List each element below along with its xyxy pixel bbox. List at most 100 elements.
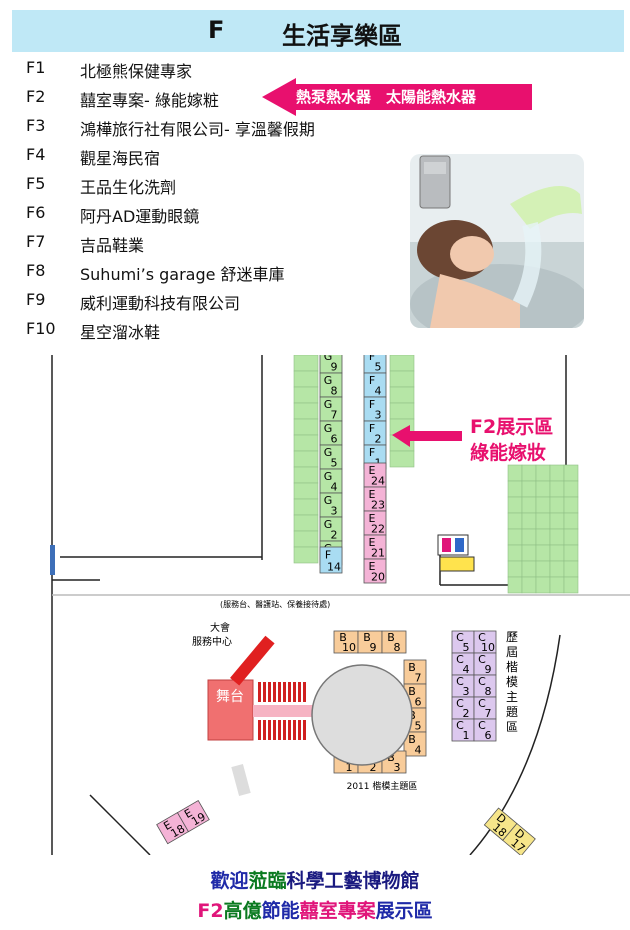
- grid-cell: [389, 355, 415, 372]
- stage-label: 舞台: [216, 689, 244, 705]
- stair-step: [303, 720, 306, 740]
- exhibitor-code: F1: [26, 58, 46, 77]
- grid-cell: [563, 464, 579, 482]
- booth-letter: C: [478, 719, 486, 732]
- exhibitor-code: F5: [26, 174, 46, 193]
- exhibitor-name: 星空溜冰鞋: [80, 323, 161, 342]
- theme-area-char: 題: [506, 705, 518, 719]
- grid-cell: [293, 450, 319, 468]
- footer-showcase-d: 囍室專案: [299, 900, 376, 922]
- booth-letter: B: [408, 685, 416, 698]
- grid-cell: [389, 402, 415, 420]
- f2-pointer: [392, 425, 462, 447]
- footer-welcome-b: 蒞臨: [248, 870, 287, 892]
- booth-number: 22: [371, 523, 385, 536]
- exhibitor-code: F8: [26, 261, 46, 280]
- stair-step: [268, 682, 271, 702]
- booth-b: B8: [381, 630, 407, 654]
- grid-cell: [293, 546, 319, 564]
- callout-arrow: [262, 78, 532, 116]
- booth-letter: F: [369, 398, 375, 411]
- floor-map: G9G8G7G6G5G4G3G2G1F5F4F3F2F1E24E23E22E21…: [50, 355, 630, 855]
- booth-letter: G: [324, 470, 333, 483]
- exhibitor-name: 王品生化洗劑: [80, 178, 177, 197]
- booth-e: E24: [363, 462, 387, 488]
- section-code: F: [208, 16, 225, 44]
- booth-box: [319, 546, 343, 574]
- booth-letter: E: [369, 464, 376, 477]
- booth-number: 2: [370, 761, 377, 774]
- grid-cell: [535, 528, 551, 546]
- booth-letter: G: [324, 374, 333, 387]
- grid-cell: [549, 480, 565, 498]
- booth-number: 19: [189, 810, 208, 828]
- exhibitor-name: 威利運動科技有限公司: [80, 294, 241, 313]
- grid-cell: [549, 464, 565, 482]
- grid-cell: [549, 496, 565, 514]
- service-center: (服務台、醫護站、保養接待處) 大會 服務中心: [192, 599, 330, 686]
- f2-showcase-subtitle: 綠能嫁妝: [470, 442, 547, 464]
- exhibitor-name: 觀星海民宿: [80, 149, 161, 168]
- footer-showcase-c: 節能: [261, 900, 300, 922]
- booth-g: G2: [319, 516, 343, 542]
- grid-cell: [549, 512, 565, 530]
- exhibitor-name: 吉品鞋業: [80, 236, 145, 255]
- grid-cell: [293, 402, 319, 420]
- booth-number: 5: [375, 361, 382, 374]
- booth-letter: E: [369, 560, 376, 573]
- booth-b: B7: [403, 659, 427, 685]
- door-marker: [50, 545, 55, 575]
- grid-cell: [507, 464, 523, 482]
- grid-cell: [521, 528, 537, 546]
- grid-cell: [293, 482, 319, 500]
- grid-cell: [535, 544, 551, 562]
- booth-letter: C: [456, 653, 464, 666]
- grid-cell: [293, 466, 319, 484]
- exhibitor-name: 北極熊保健專家: [80, 62, 193, 81]
- booth-number: 7: [485, 707, 492, 720]
- booth-number: 6: [331, 433, 338, 446]
- footer-welcome-c: 科學工藝博物館: [286, 870, 420, 892]
- booth-f14: F14: [319, 546, 343, 574]
- booth-number: 9: [485, 663, 492, 676]
- model-area-label: 2011 楷模主題區: [347, 780, 418, 792]
- grid-cell: [535, 480, 551, 498]
- grid-cell: [521, 576, 537, 594]
- stair-step: [298, 720, 301, 740]
- booth-c: C7: [473, 696, 497, 720]
- booth-c: C3: [451, 674, 475, 698]
- grid-cell: [549, 544, 565, 562]
- booth-number: 2: [463, 707, 470, 720]
- booth-letter: B: [387, 751, 395, 764]
- booth-number: 3: [331, 505, 338, 518]
- grid-cell: [389, 450, 415, 468]
- grid-cell: [293, 498, 319, 516]
- booth-e: E21: [363, 534, 387, 560]
- booth-letter: C: [456, 631, 464, 644]
- exhibitor-code: F2: [26, 87, 46, 106]
- booth-letter: B: [408, 733, 416, 746]
- exhibitor-name: 阿丹AD運動眼鏡: [80, 207, 200, 226]
- booth-number: 4: [415, 744, 422, 757]
- exhibitor-code: F9: [26, 290, 46, 309]
- section-title: 生活享樂區: [282, 22, 402, 50]
- booth-letter: G: [324, 355, 333, 363]
- grid-cell: [507, 496, 523, 514]
- booth-number: 5: [331, 457, 338, 470]
- theme-area-char: 歷: [506, 630, 518, 644]
- booth-number: 4: [331, 481, 338, 494]
- booth-letter: E: [369, 488, 376, 501]
- service-center-label-2: 服務中心: [192, 635, 232, 648]
- stair-step: [268, 720, 271, 740]
- booth-number: 2: [331, 529, 338, 542]
- stair-step: [288, 720, 291, 740]
- booth-e: E23: [363, 486, 387, 512]
- booth-number: 8: [331, 385, 338, 398]
- grid-cell: [293, 434, 319, 452]
- grid-cell: [521, 464, 537, 482]
- booth-c: C8: [473, 674, 497, 698]
- heater-bath-photo: [410, 154, 584, 328]
- booth-number: 23: [371, 499, 385, 512]
